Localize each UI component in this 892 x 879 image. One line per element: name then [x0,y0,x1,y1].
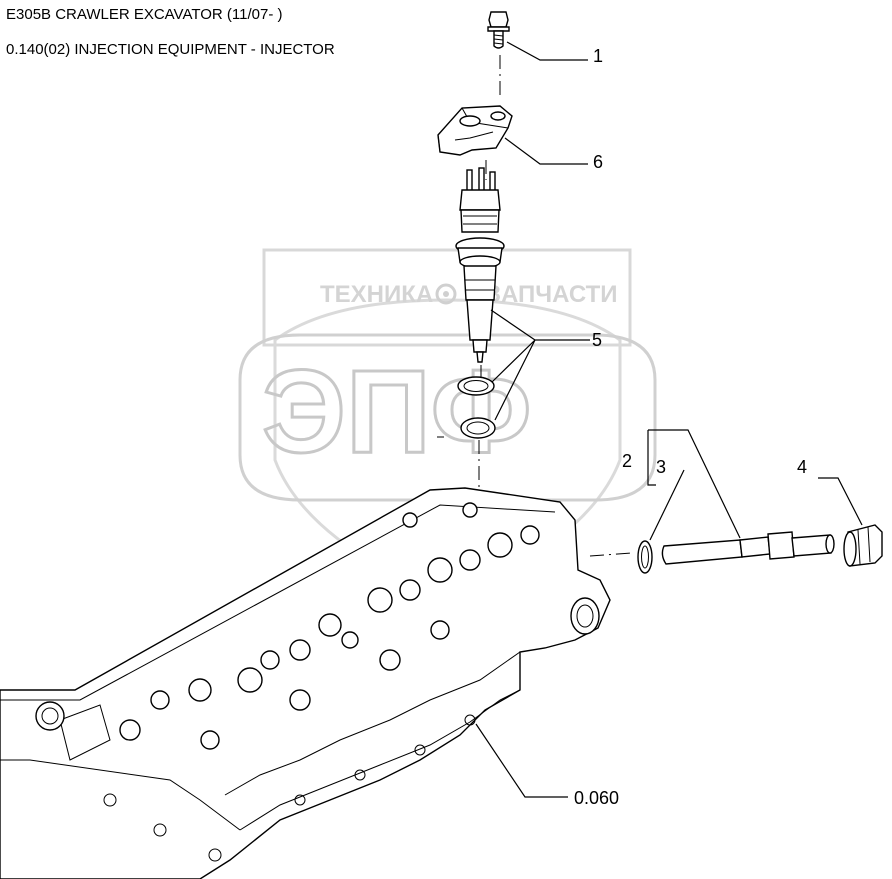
leader-6 [504,137,588,165]
watermark-text-right: ЗАПЧАСТИ [486,281,618,308]
part-injector [455,167,505,363]
part-nut [843,524,883,567]
leader-3 [649,469,685,541]
callout-4: 4 [797,457,807,477]
watermark-text-left: ТЕХНИКА [320,281,433,308]
callout-ref: 0.060 [574,788,619,808]
part-connector-pipe [661,531,835,565]
diagram-subtitle: 0.140(02) INJECTION EQUIPMENT - INJECTOR [6,41,335,58]
callout-1: 1 [593,46,603,66]
callout-5: 5 [592,330,602,350]
part-o-ring [637,540,653,574]
gear-icon [435,283,457,305]
part-clamp [437,105,513,156]
part-seal-rings [457,376,496,439]
callout-6: 6 [593,152,603,172]
bracket-2 [647,430,656,486]
callout-3: 3 [656,457,666,477]
leader-1 [506,41,588,61]
leader-ref [475,723,568,798]
leader-2 [648,429,741,539]
callout-2: 2 [622,451,632,471]
watermark-logo: ЭПФ [262,346,531,478]
leader-4 [818,477,863,526]
part-cylinder-head [0,487,611,879]
leader-5 [490,309,590,421]
axis-line-horizontal [589,552,633,557]
diagram-title: E305B CRAWLER EXCAVATOR (11/07- ) [6,6,283,23]
part-bolt [487,11,510,49]
